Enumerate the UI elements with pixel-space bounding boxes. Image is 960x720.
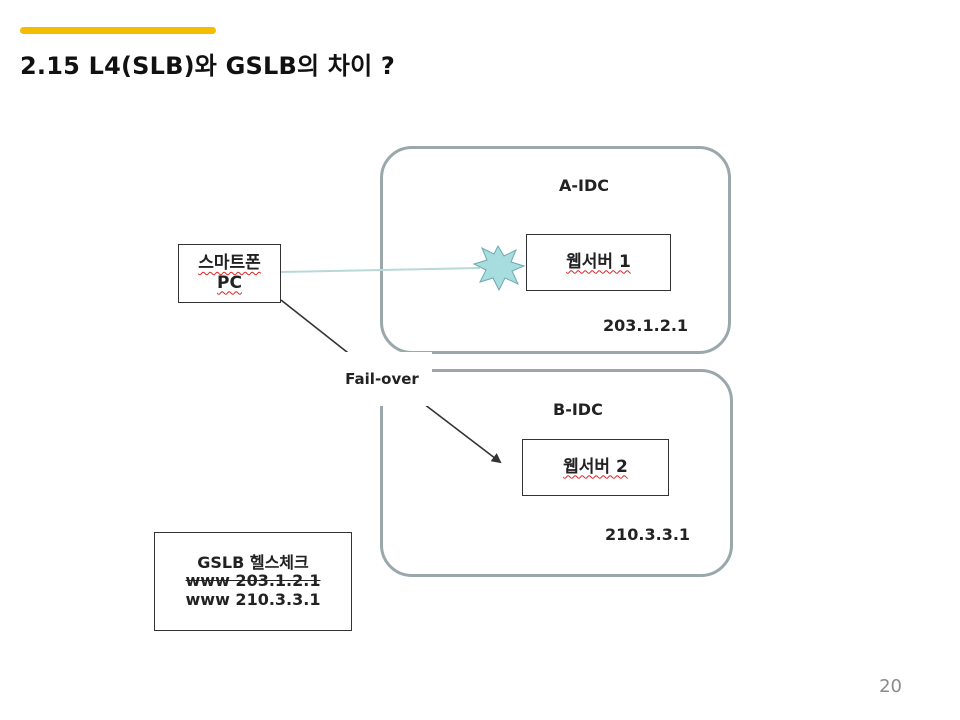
page-number: 20: [879, 676, 902, 697]
web-server-2-box: 웹서버 2: [522, 439, 669, 496]
web-server-2-label: 웹서버 2: [563, 456, 628, 477]
health-check-entry-1: www 203.1.2.1: [185, 571, 321, 591]
health-check-entry-2: www 210.3.3.1: [185, 589, 321, 609]
failover-label-box: Fail-over: [332, 352, 432, 406]
idc-a-label: A-IDC: [559, 176, 609, 195]
failover-label: Fail-over: [345, 370, 419, 388]
web-server-1-label: 웹서버 1: [566, 251, 631, 272]
client-label-line1: 스마트폰: [198, 252, 261, 273]
title-accent-bar: [20, 27, 216, 34]
idc-b-ip: 210.3.3.1: [605, 525, 691, 544]
health-check-title: GSLB 헬스체크: [197, 552, 309, 572]
client-to-failover-line: [280, 299, 353, 357]
web-server-1-box: 웹서버 1: [526, 234, 671, 291]
page-title: 2.15 L4(SLB)와 GSLB의 차이 ?: [20, 52, 396, 80]
idc-b-label: B-IDC: [553, 400, 603, 419]
idc-a-ip: 203.1.2.1: [603, 316, 689, 335]
gslb-health-check-box: GSLB 헬스체크 www 203.1.2.1 www 210.3.3.1: [154, 532, 352, 631]
client-box: 스마트폰 PC: [178, 244, 281, 303]
client-label-line2: PC: [217, 272, 242, 293]
